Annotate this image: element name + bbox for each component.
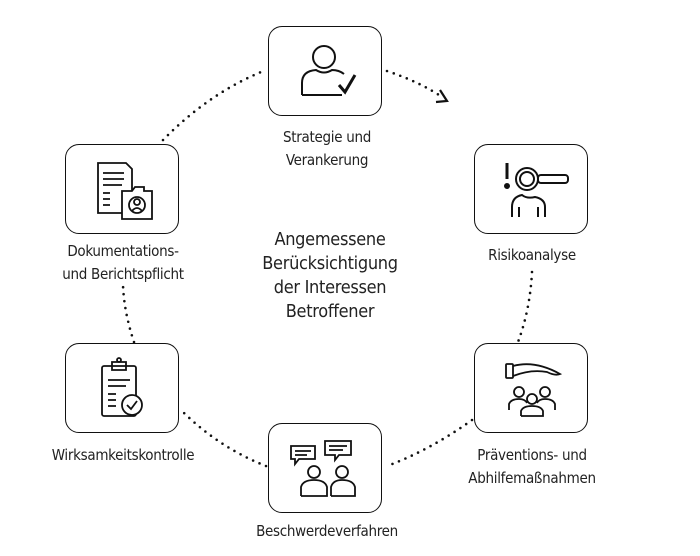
step-prevention-label: Präventions- und Abhilfemaßnahmen [468,444,596,490]
label-line: Dokumentations- [67,242,179,260]
documents-folder-icon [97,162,153,220]
arrow-head-icon [435,89,449,104]
label-line: Wirksamkeitskontrolle [51,446,195,464]
step-strategy-box [268,26,382,116]
risk-search-person-icon [504,163,569,217]
arc-risk-to-prevention [516,270,534,344]
label-line: und Berichtspflicht [62,265,184,283]
center-line: Angemessene [274,229,386,250]
step-complaint-label: Beschwerdeverfahren [256,520,398,543]
clipboard-check-icon [101,357,143,417]
hand-protecting-group-icon [505,363,563,417]
person-check-icon [301,45,357,96]
step-documentation-label: Dokumentations- und Berichtspflicht [62,240,184,286]
center-line: der Interessen [273,277,387,298]
arc-strategy-to-risk [385,69,444,99]
people-speech-bubbles-icon [290,440,356,497]
step-documentation-box [65,144,179,234]
step-strategy-label: Strategie und Verankerung [283,126,371,172]
center-title: Angemessene Berücksichtigung der Interes… [262,228,398,324]
arc-complaint-to-effectiveness [181,410,268,468]
step-effectiveness-box [65,343,179,433]
step-effectiveness-label: Wirksamkeitskontrolle [52,444,195,467]
label-line: Risikoanalyse [488,246,576,264]
label-line: Präventions- und [477,446,587,464]
arc-prevention-to-complaint [385,418,474,468]
label-line: Strategie und [283,128,371,146]
label-line: Beschwerdeverfahren [256,522,398,540]
step-prevention-box [474,343,588,433]
step-risk-box [474,144,588,234]
label-line: Abhilfemaßnahmen [468,469,596,487]
label-line: Verankerung [285,151,369,169]
step-complaint-box [268,423,382,513]
step-risk-label: Risikoanalyse [488,244,576,267]
arc-documentation-to-strategy [161,68,268,142]
arc-effectiveness-to-documentation [121,283,136,344]
center-line: Betroffener [285,301,375,322]
center-line: Berücksichtigung [262,253,398,274]
